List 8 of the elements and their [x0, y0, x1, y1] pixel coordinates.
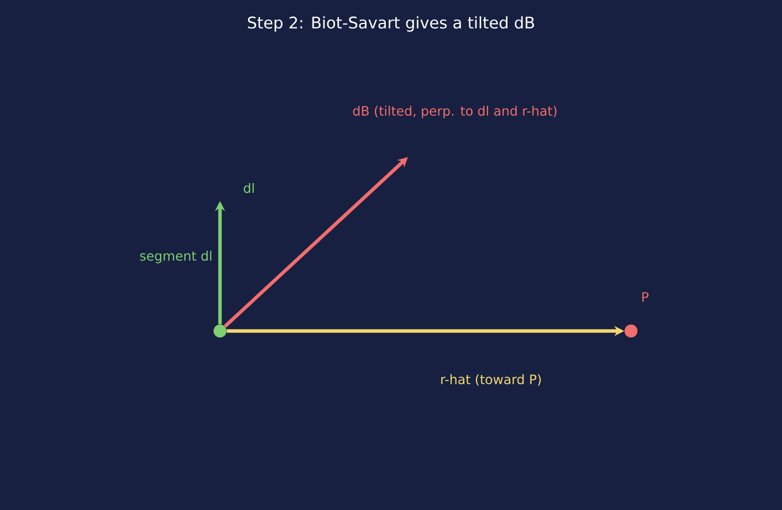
edge-label: r-hat (toward P)	[439, 373, 543, 387]
point-dot	[214, 324, 226, 338]
vector-label: segment dl	[140, 250, 212, 264]
edge-label: dB (tilted, perp. to dl and r-hat)	[351, 104, 559, 120]
point-dot	[624, 324, 638, 338]
title: Step 2: Biot-Savart gives a tilted dB	[248, 16, 534, 32]
point-label: P	[642, 292, 648, 302]
edge-label: dl	[242, 182, 256, 194]
